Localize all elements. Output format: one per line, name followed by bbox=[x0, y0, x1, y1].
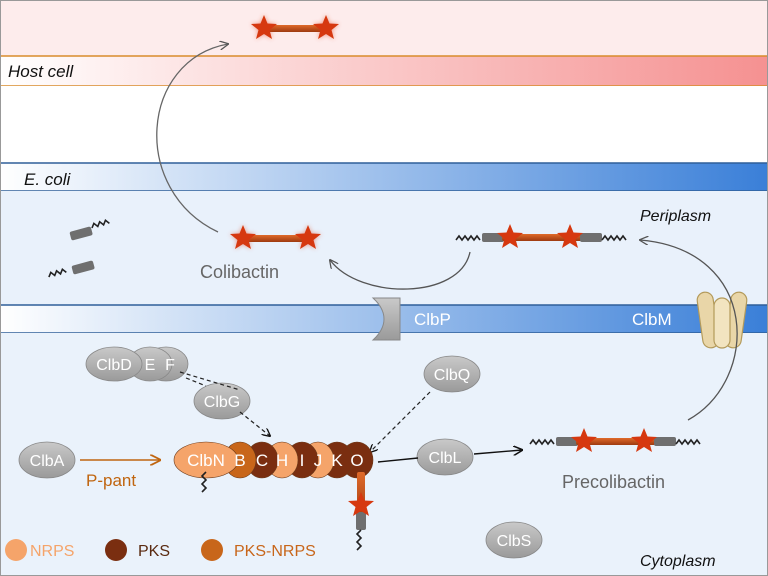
prodrug-motif-2 bbox=[48, 260, 95, 278]
assembly-label-h: H bbox=[276, 451, 288, 470]
tethered-precolibactin bbox=[348, 472, 374, 551]
colibactin-molecule bbox=[230, 225, 321, 249]
host-cell-label: Host cell bbox=[8, 62, 74, 81]
clbm-export-arrow bbox=[640, 240, 738, 421]
assembly-label-clbn: ClbN bbox=[187, 451, 225, 470]
clbg-protein bbox=[193, 382, 251, 420]
ecoli-label: E. coli bbox=[24, 170, 72, 189]
periplasm-label: Periplasm bbox=[640, 208, 711, 225]
assembly-label-c: C bbox=[256, 451, 268, 470]
clbp-label: ClbP bbox=[414, 310, 451, 329]
assembly-label-o: O bbox=[350, 451, 363, 470]
extracellular-space bbox=[0, 86, 768, 163]
legend-swatch-nrps bbox=[5, 539, 27, 561]
domain-legend: NRPS PKS PKS-NRPS bbox=[5, 539, 316, 561]
host-colibactin-molecule bbox=[251, 15, 339, 39]
export-arrow bbox=[156, 44, 228, 233]
host-region bbox=[0, 0, 768, 56]
clbl-release-arrow bbox=[473, 450, 522, 454]
assembly-label-k: K bbox=[331, 451, 343, 470]
clba-label: ClbA bbox=[30, 453, 65, 470]
clbq-to-assembly-arrow bbox=[370, 391, 431, 452]
clbdef-to-clbg-arrow bbox=[185, 377, 207, 387]
clbs-label: ClbS bbox=[497, 533, 532, 550]
p-pant-label: P-pant bbox=[86, 471, 136, 490]
ecoli-outer-membrane bbox=[0, 162, 768, 192]
clbdef-to-clbg-link bbox=[179, 371, 241, 391]
assembly-label-b: B bbox=[234, 451, 245, 470]
periplasm-region bbox=[0, 191, 768, 305]
clbdef-complex bbox=[85, 346, 189, 382]
prodrug-motif-1 bbox=[69, 218, 110, 241]
clbq-label: ClbQ bbox=[434, 367, 470, 384]
assembly-label-i: I bbox=[300, 451, 305, 470]
clbl-protein bbox=[416, 438, 474, 476]
clbq-protein bbox=[423, 355, 481, 393]
legend-swatch-pks-nrps bbox=[201, 539, 223, 561]
cytoplasm-label: Cytoplasm bbox=[640, 553, 716, 570]
ppant-arm bbox=[200, 471, 208, 493]
legend-label-pks-nrps: PKS-NRPS bbox=[234, 543, 316, 560]
clbp-protein bbox=[371, 297, 401, 341]
clbs-protein bbox=[485, 521, 543, 559]
legend-label-pks: PKS bbox=[138, 543, 170, 560]
legend-label-nrps: NRPS bbox=[30, 543, 74, 560]
clba-protein bbox=[18, 441, 76, 479]
clbe-label: E bbox=[145, 357, 156, 374]
release-line bbox=[377, 457, 419, 463]
clbd-label: ClbD bbox=[96, 357, 132, 374]
colibactin-label: Colibactin bbox=[200, 262, 279, 282]
clbp-cleavage-arrow bbox=[330, 251, 471, 290]
host-cell-band bbox=[0, 55, 768, 87]
periplasm-precolibactin-molecule bbox=[455, 224, 627, 248]
precolibactin-molecule bbox=[529, 428, 701, 452]
clbl-label: ClbL bbox=[429, 450, 462, 467]
clbg-label: ClbG bbox=[204, 394, 240, 411]
assembly-domain-clbn bbox=[173, 441, 239, 479]
clbm-transporter bbox=[696, 291, 748, 349]
legend-swatch-pks bbox=[105, 539, 127, 561]
assembly-label-j: J bbox=[314, 451, 323, 470]
clbm-label: ClbM bbox=[632, 310, 672, 329]
clbf-label: F bbox=[165, 357, 175, 374]
precolibactin-label: Precolibactin bbox=[562, 472, 665, 492]
